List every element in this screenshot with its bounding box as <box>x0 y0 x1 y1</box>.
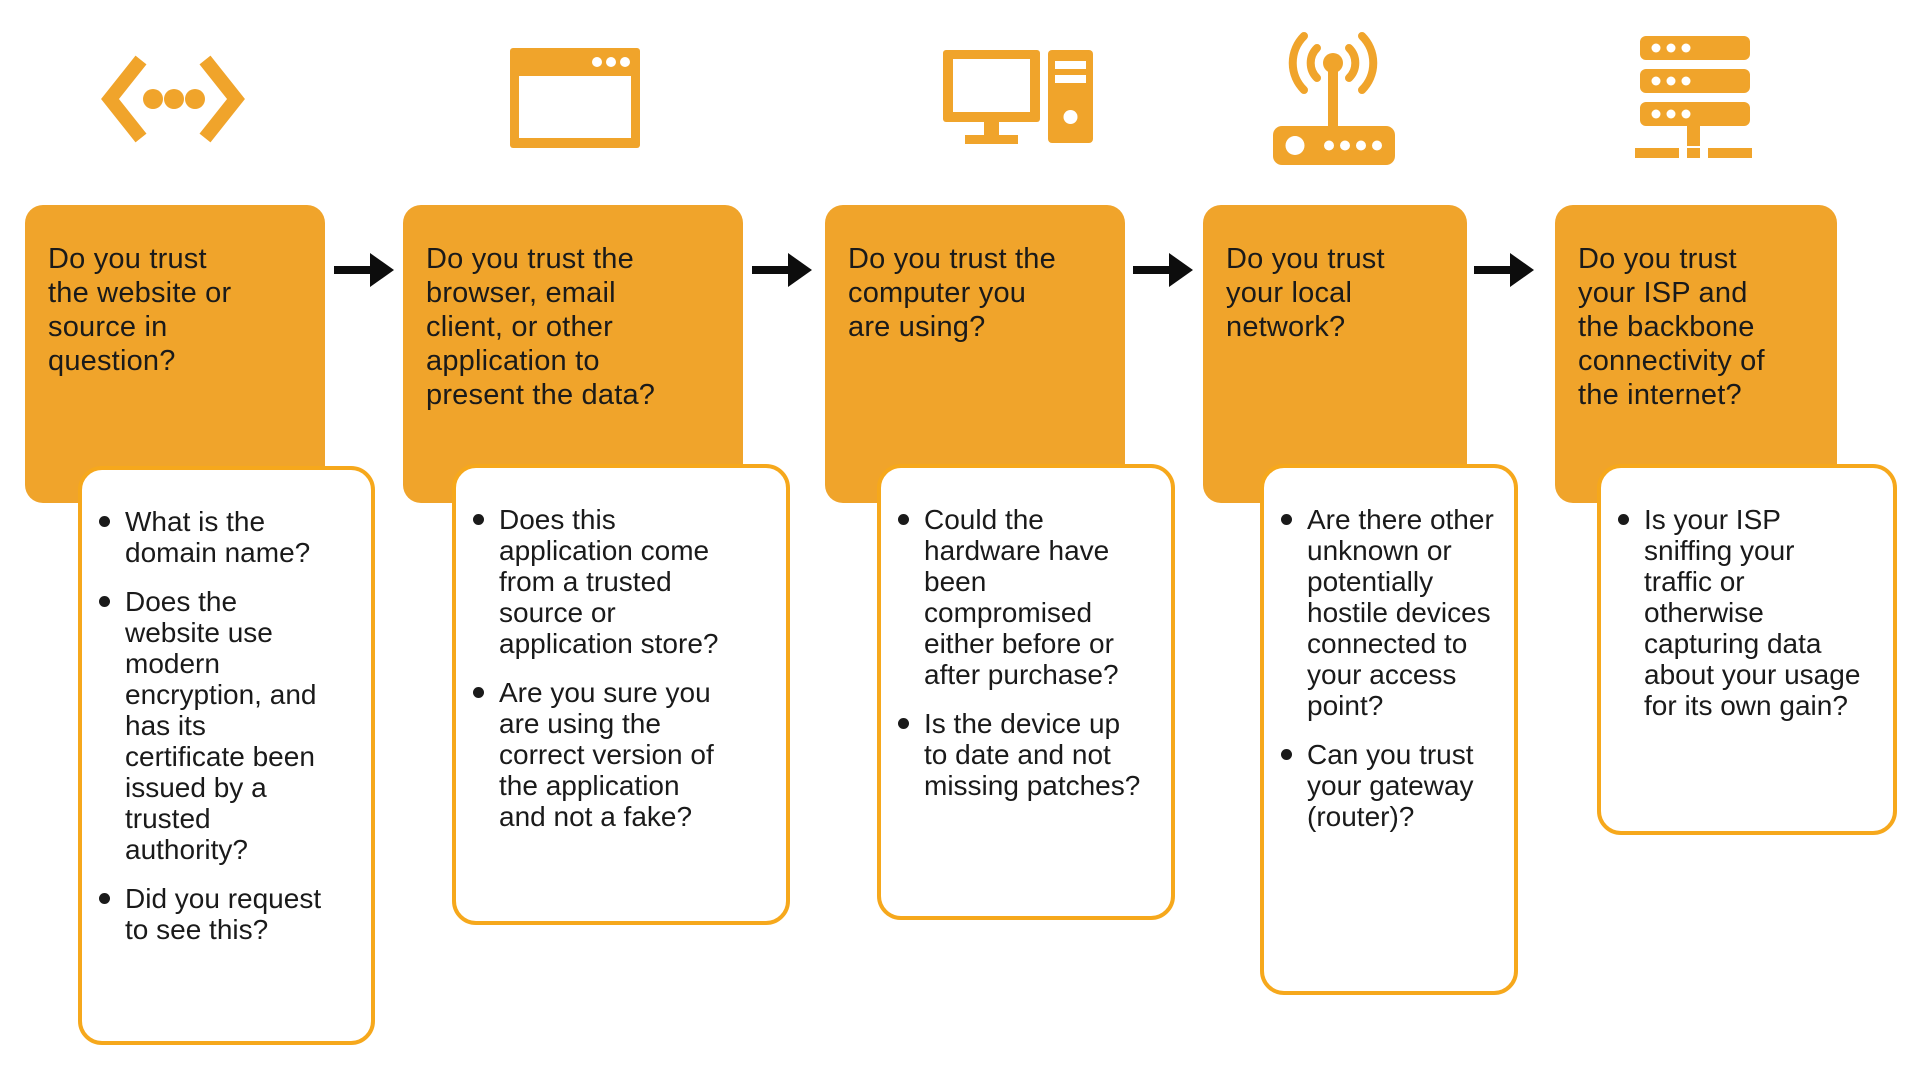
computer-question-box: Do you trust the computer you are using? <box>825 205 1125 503</box>
code-icon <box>101 55 245 143</box>
isp-details-box: Is your ISP sniffing your traffic or oth… <box>1597 464 1897 835</box>
network-details-box: Are there other unknown or potentially h… <box>1260 464 1518 995</box>
server-stack-icon <box>1635 36 1752 158</box>
browser-question-box: Do you trust the browser, email client, … <box>403 205 743 503</box>
bullet-item: Does the website use modern encryption, … <box>98 586 331 865</box>
network-question-box: Do you trust your local network? <box>1203 205 1467 503</box>
bullet-item: Is your ISP sniffing your traffic or oth… <box>1617 504 1867 721</box>
isp-question-box: Do you trust your ISP and the backbone c… <box>1555 205 1837 503</box>
bullet-item: What is the domain name? <box>98 506 331 568</box>
website-details-box: What is the domain name? Does the websit… <box>78 466 375 1045</box>
desktop-computer-icon <box>943 50 1093 144</box>
question-text: Do you trust your ISP and the backbone c… <box>1578 243 1765 411</box>
bullet-item: Is the device up to date and not missing… <box>897 708 1141 801</box>
bullet-item: Are there other unknown or potentially h… <box>1280 504 1498 721</box>
question-text: Do you trust the browser, email client, … <box>426 243 656 411</box>
bullet-item: Could the hardware have been compromised… <box>897 504 1141 690</box>
question-text: Do you trust your local network? <box>1226 243 1385 343</box>
website-question-box: Do you trust the website or source in qu… <box>25 205 325 503</box>
browser-icon <box>510 48 640 148</box>
question-text: Do you trust the computer you are using? <box>848 243 1056 343</box>
flow-arrow-2 <box>752 253 812 287</box>
bullet-item: Are you sure you are using the correct v… <box>472 677 730 832</box>
flow-arrow-3 <box>1133 253 1193 287</box>
browser-details-box: Does this application come from a truste… <box>452 464 790 925</box>
wireless-router-icon <box>1273 32 1395 165</box>
bullet-item: Can you trust your gateway (router)? <box>1280 739 1498 832</box>
flow-arrow-1 <box>334 253 394 287</box>
question-text: Do you trust the website or source in qu… <box>48 243 232 377</box>
computer-details-box: Could the hardware have been compromised… <box>877 464 1175 920</box>
flow-arrow-4 <box>1474 253 1534 287</box>
bullet-item: Did you request to see this? <box>98 883 331 945</box>
bullet-item: Does this application come from a truste… <box>472 504 730 659</box>
